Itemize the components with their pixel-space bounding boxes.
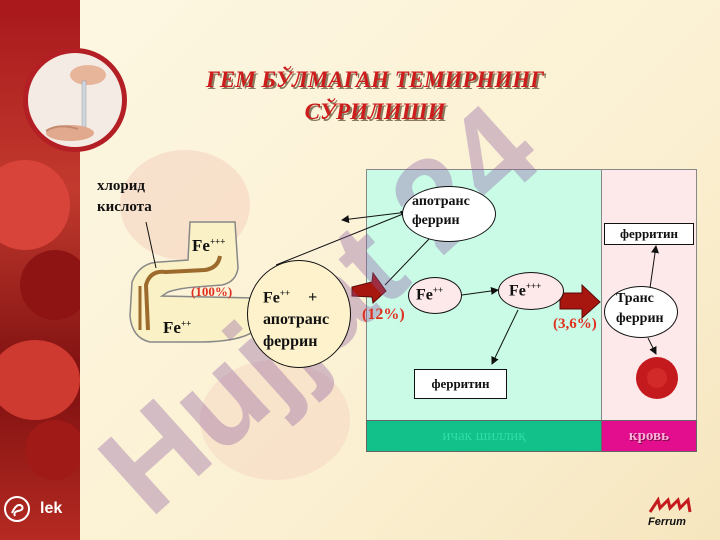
absorption-arrow-12 <box>351 271 387 304</box>
transferrin-to-erythrocyte-arrow <box>647 337 657 355</box>
intestine-fe3-symbol: Fe <box>509 282 526 300</box>
stomach-shape <box>129 221 257 343</box>
apotransferrin-line-2: феррин <box>412 213 460 228</box>
ferrum-brand-text: Ferrum <box>648 516 686 528</box>
fe3-charge: +++ <box>209 236 226 247</box>
pipette-photo <box>23 48 127 152</box>
apotransferrin-to-fe2-line <box>384 237 431 286</box>
blood-label-strip: кровь <box>601 420 697 452</box>
fe2-symbol: Fe <box>163 318 181 337</box>
absorption-arrow-36 <box>559 283 601 320</box>
title-line-1: ГЕМ БЎЛМАГАН ТЕМИРНИНГ <box>205 67 545 92</box>
intestine-percent: (12%) <box>362 306 405 323</box>
complex-fe-charge: ++ <box>279 288 291 298</box>
slide-title: ГЕМ БЎЛМАГАН ТЕМИРНИНГ СЎРИЛИШИ <box>140 64 610 128</box>
transferrin-label: Транс феррин <box>616 289 664 329</box>
intestine-ferritin-box: ферритин <box>414 369 507 399</box>
stomach-fe2-label: Fe++ <box>163 318 191 338</box>
fe-apotransferrin-complex <box>247 260 351 368</box>
transferrin-oval <box>604 286 678 338</box>
blood-cell-decor <box>200 360 350 480</box>
title-line-2: СЎРИЛИШИ <box>304 99 446 124</box>
fe3-symbol: Fe <box>192 236 210 255</box>
lek-logo-icon <box>4 496 30 522</box>
apotransferrin-link-line <box>341 211 409 224</box>
erythrocyte-center <box>647 368 667 388</box>
intestine-fe3-charge: +++ <box>525 281 542 291</box>
intestine-label-strip: ичак шиллиқ <box>366 420 602 452</box>
apotransferrin-line-1: апотранс <box>412 194 470 209</box>
stomach-percent: (100%) <box>191 284 233 299</box>
apotransferrin-link-line <box>275 210 409 266</box>
intestine-fe2-charge: ++ <box>432 285 444 295</box>
acid-label-line-1: хлорид <box>97 178 145 194</box>
hydrochloric-acid-label: хлорид кислота <box>97 176 152 218</box>
intestine-fe2-label: Fe++ <box>416 285 443 304</box>
intestine-fe2-symbol: Fe <box>416 286 433 304</box>
complex-line-2: апотранс <box>263 311 330 329</box>
transferrin-line-2: феррин <box>616 311 664 326</box>
ferrum-logo-icon <box>648 496 692 513</box>
complex-line-3: феррин <box>263 333 318 351</box>
acid-label-line-2: кислота <box>97 199 152 215</box>
blood-ferritin-box: ферритин <box>604 223 694 245</box>
stomach-fe3-label: Fe+++ <box>192 236 225 256</box>
complex-plus: + <box>308 289 318 307</box>
lek-brand-text: lek <box>40 500 63 517</box>
acid-pointer-line <box>145 221 157 269</box>
fe2-to-fe3-arrow <box>461 287 499 296</box>
blood-cell-decor <box>20 250 90 320</box>
blood-cell-decor <box>0 160 70 250</box>
intestine-fe3-label: Fe+++ <box>509 281 541 300</box>
fe3-to-ferritin-arrow <box>491 309 519 365</box>
transferrin-to-ferritin-arrow <box>649 245 659 289</box>
blood-cell-decor <box>25 420 85 480</box>
apotransferrin-oval <box>402 186 496 242</box>
complex-fe-symbol: Fe <box>263 289 280 307</box>
intestine-fe3-oval <box>498 272 564 310</box>
apotransferrin-label: апотранс феррин <box>412 192 470 230</box>
blood-percent: (3,6%) <box>553 316 597 332</box>
blood-cell-decor <box>0 340 80 420</box>
duodenum-tube <box>143 255 222 331</box>
intestine-fe2-oval <box>408 277 462 314</box>
complex-label: Fe++ + апотранс феррин <box>263 282 329 353</box>
complex-line-1: Fe++ + <box>263 282 329 309</box>
fe2-charge: ++ <box>180 318 192 329</box>
transferrin-line-1: Транс <box>616 291 654 306</box>
